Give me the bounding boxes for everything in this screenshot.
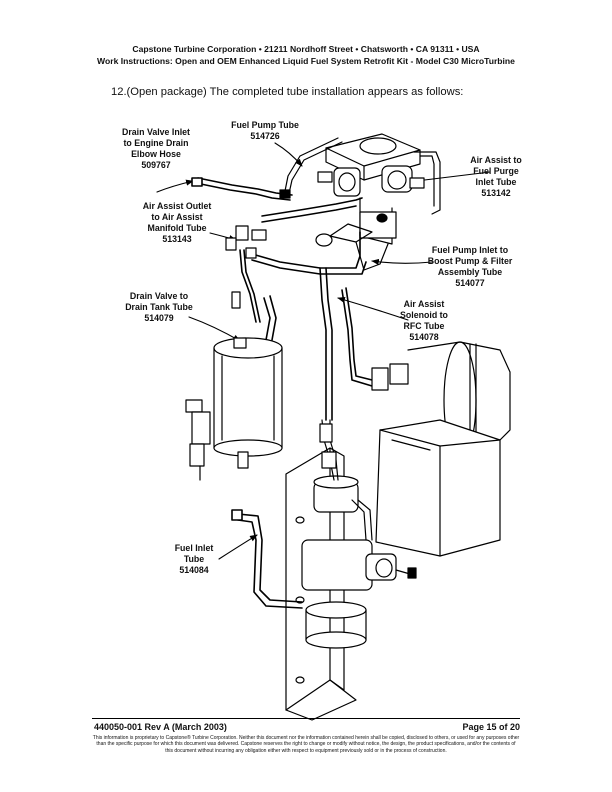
footer-proprietary-notice: This information is proprietary to Capst… — [92, 735, 520, 754]
rfc-housing — [375, 341, 511, 557]
drain-tank — [185, 337, 283, 481]
pump-manifold-assembly — [279, 133, 441, 271]
tube-runs — [191, 177, 373, 421]
boost-pump-filter-assembly — [285, 419, 417, 721]
fittings — [225, 225, 409, 391]
step-instruction: 12.(Open package) The completed tube ins… — [111, 86, 464, 98]
footer-page-number: Page 15 of 20 — [462, 722, 520, 732]
header-company-line: Capstone Turbine Corporation • 21211 Nor… — [132, 44, 480, 54]
footer-rule — [92, 718, 520, 719]
fuel-inlet-tube — [231, 509, 303, 609]
footer-doc-number: 440050-001 Rev A (March 2003) — [94, 722, 227, 732]
header-title-line: Work Instructions: Open and OEM Enhanced… — [97, 56, 515, 66]
